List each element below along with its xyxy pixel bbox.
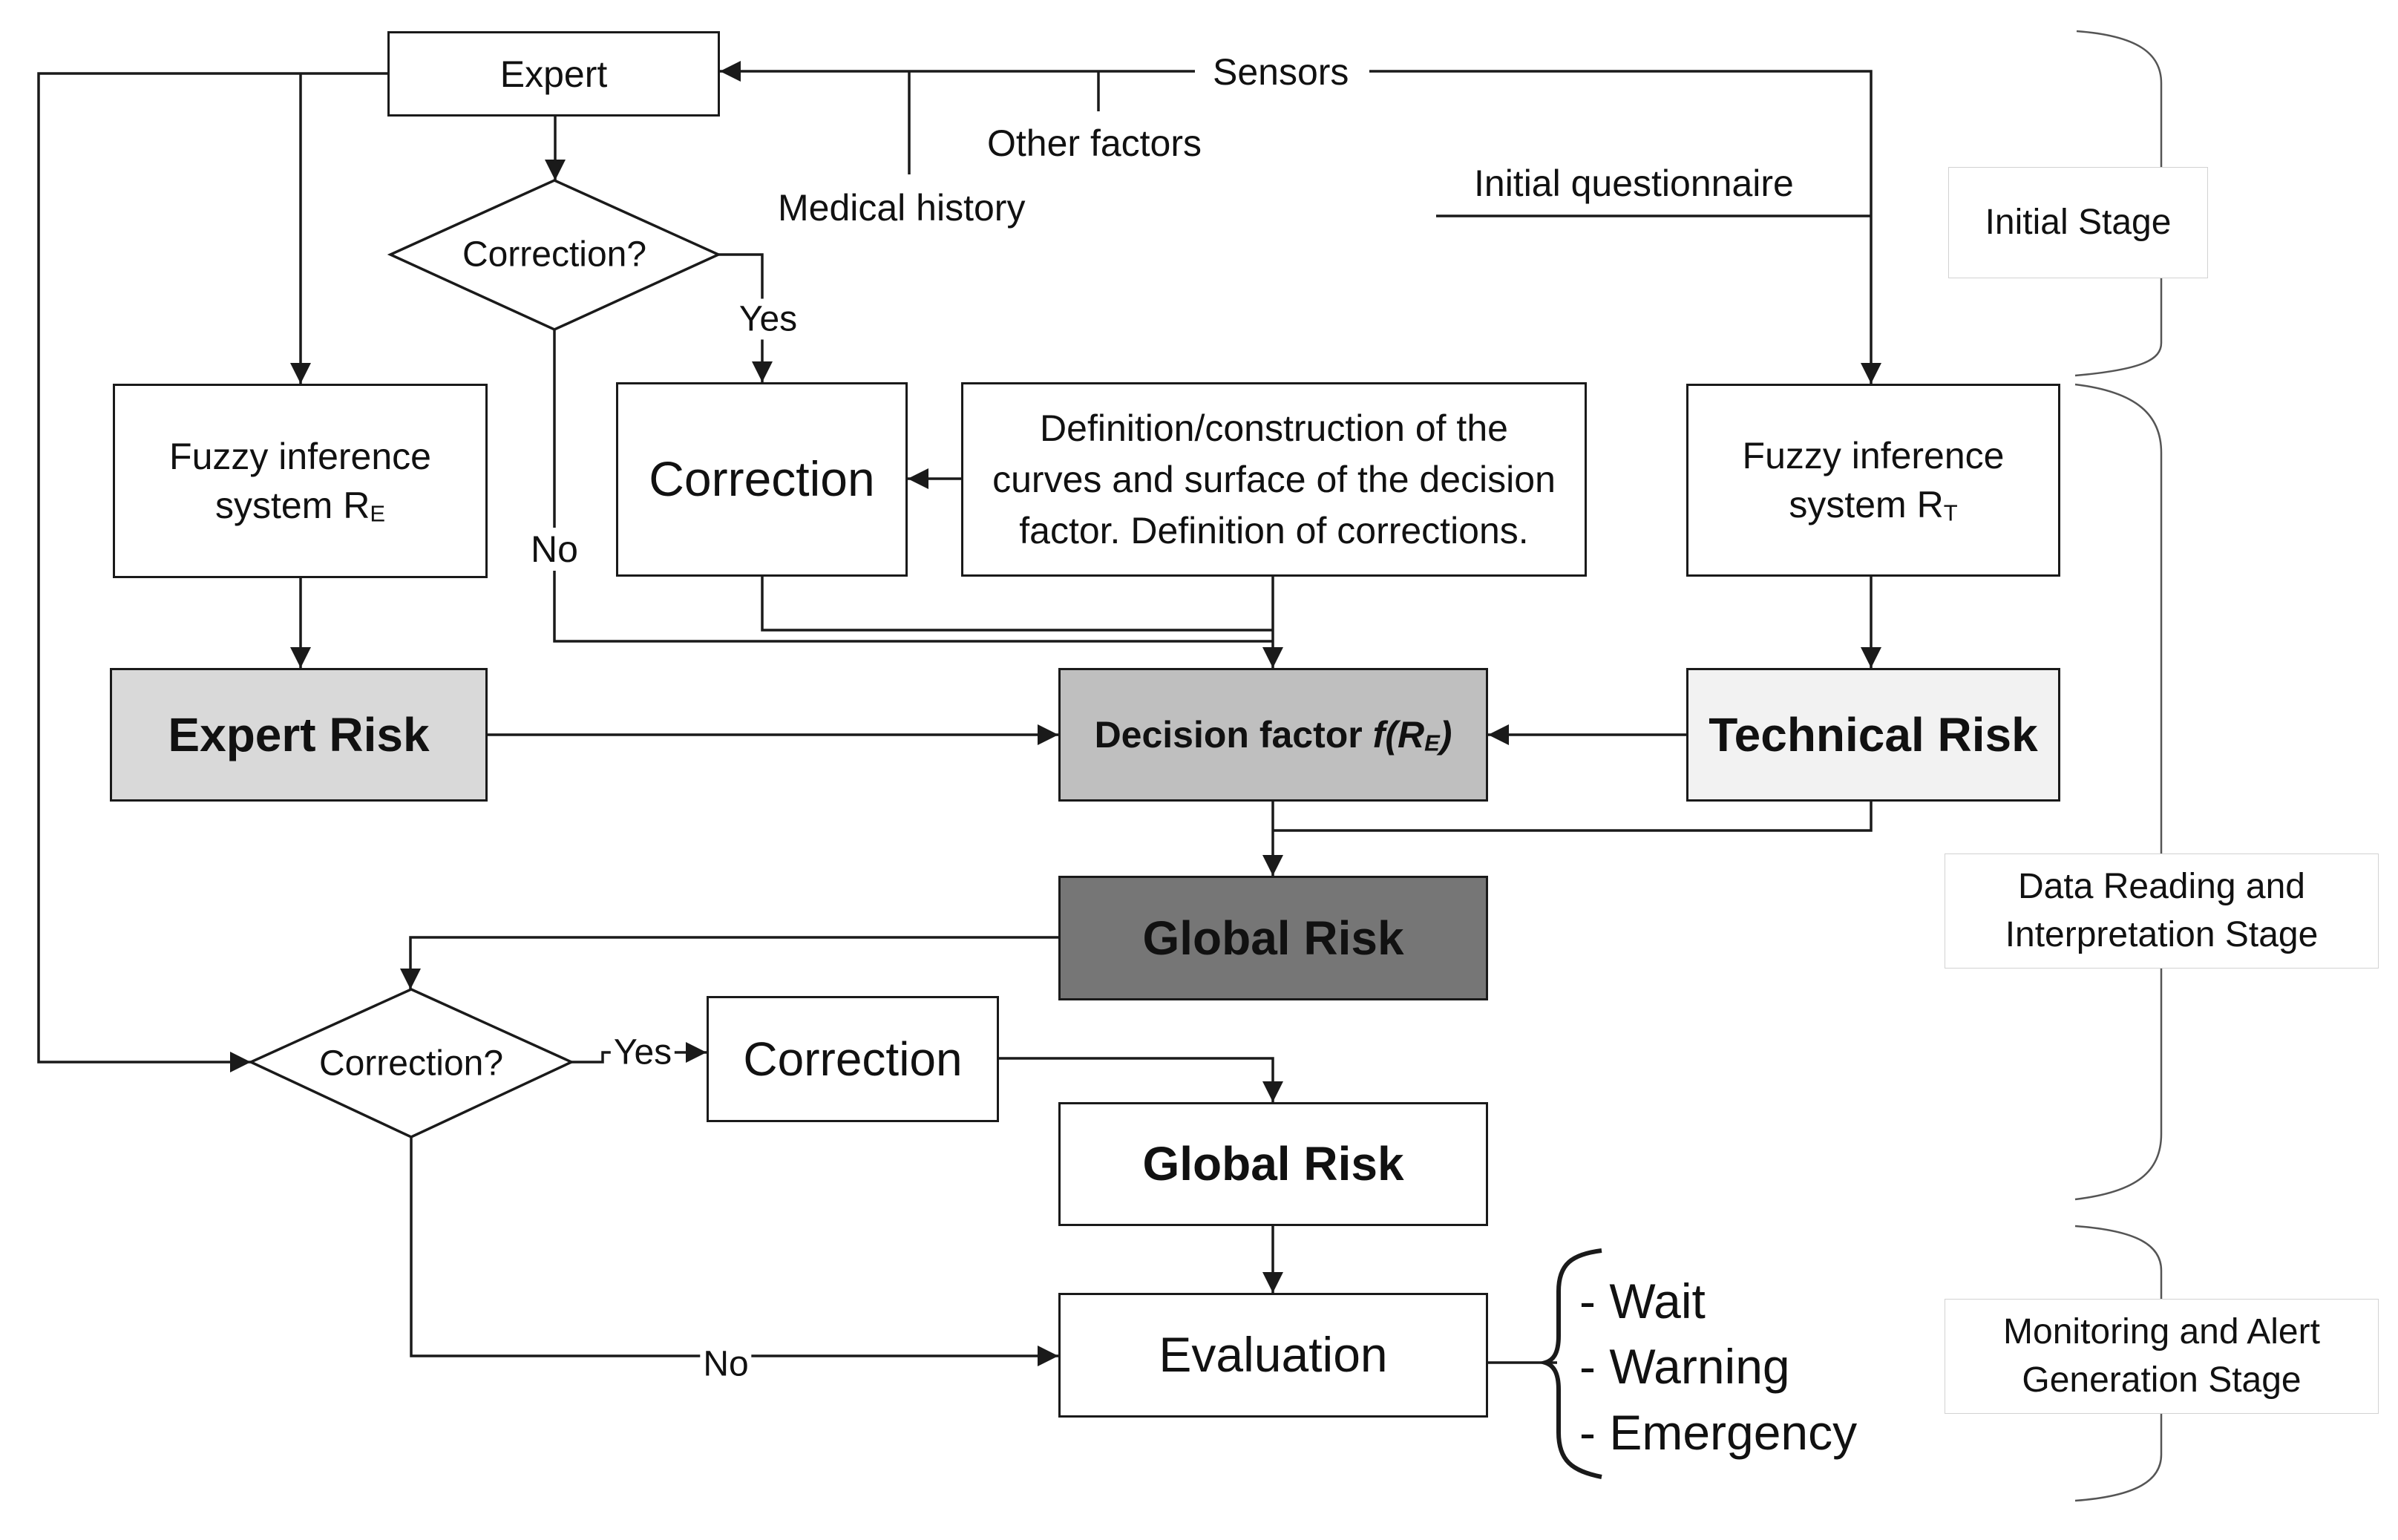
fuzzy-technical-subscript: T	[1943, 499, 1958, 526]
expert-label: Expert	[499, 53, 608, 95]
definition-line3: factor. Definition of corrections.	[1019, 509, 1529, 551]
connector-correction-to-decision-factor	[761, 575, 1273, 632]
fuzzy-inference-technical-box: Fuzzy inference system RT	[1686, 384, 2060, 577]
brace-initial-stage	[2074, 30, 2163, 377]
outcome-wait: - Wait	[1579, 1274, 1706, 1328]
outcome-emergency: - Emergency	[1579, 1405, 1858, 1460]
evaluation-label: Evaluation	[1159, 1327, 1388, 1383]
fuzzy-inference-expert-box: Fuzzy inference system RE	[113, 384, 488, 578]
connector-global-risk-to-bottom-correction-q	[400, 936, 1058, 989]
fuzzy-expert-line2: system R	[214, 485, 370, 526]
evaluation-box: Evaluation	[1058, 1293, 1488, 1418]
technical-risk-box: Technical Risk	[1686, 668, 2060, 802]
decision-factor-box: Decision factor f(RE)	[1058, 668, 1488, 802]
initial-questionnaire-label: Initial questionnaire	[1474, 163, 1794, 204]
other-factors-label: Other factors	[987, 122, 1202, 164]
decision-factor-function: f(RE)	[1372, 714, 1452, 756]
top-yes-label: Yes	[736, 298, 801, 340]
connector-top-no-to-decision-factor	[553, 330, 1273, 643]
top-no-label: No	[528, 528, 581, 571]
connector-bottom-no-to-evaluation	[410, 1137, 1058, 1366]
sensors-label: Sensors	[1210, 53, 1352, 91]
global-risk-label: Global Risk	[1142, 1137, 1404, 1191]
global-risk-box: Global Risk	[1058, 1102, 1488, 1226]
definition-line1: Definition/construction of the	[1040, 407, 1508, 449]
brace-data-stage	[2074, 383, 2163, 1201]
correction-top-box: Correction	[616, 382, 908, 577]
global-risk-shaded-box: Global Risk	[1058, 876, 1488, 1000]
decision-factor-text: Decision factor	[1094, 714, 1373, 756]
expert-box: Expert	[387, 31, 720, 117]
top-correction-decision-shape	[387, 179, 722, 331]
technical-risk-label: Technical Risk	[1709, 707, 2038, 761]
fuzzy-technical-line1: Fuzzy inference	[1742, 435, 2005, 476]
bottom-yes-label: Yes	[610, 1032, 675, 1073]
correction-bottom-box: Correction	[707, 996, 999, 1122]
connector-sensors-to-fuzzy-technical	[1369, 70, 1881, 384]
bottom-correction-question: Correction?	[318, 1043, 504, 1084]
outcome-warning: - Warning	[1579, 1339, 1790, 1394]
global-risk-shaded-label: Global Risk	[1142, 911, 1404, 965]
connector-top-yes-to-correction	[718, 253, 773, 382]
correction-top-label: Correction	[649, 451, 875, 507]
connector-technical-risk-to-global-risk	[1273, 802, 1873, 832]
fuzzy-technical-line2: system R	[1789, 484, 1944, 525]
data-reading-stage-label: Data Reading and Interpretation Stage	[1945, 853, 2379, 969]
bottom-correction-decision-shape	[247, 988, 575, 1138]
expert-risk-label: Expert Risk	[168, 707, 430, 761]
correction-bottom-label: Correction	[743, 1032, 963, 1086]
outcome-bracket	[1537, 1248, 1602, 1479]
fuzzy-expert-line1: Fuzzy inference	[169, 436, 431, 477]
connector-expert-to-bottom-correction-q	[37, 72, 387, 1072]
definition-line2: curves and surface of the decision	[992, 458, 1556, 500]
medical-history-label: Medical history	[778, 187, 1026, 229]
top-correction-question: Correction?	[462, 235, 647, 275]
expert-risk-box: Expert Risk	[110, 668, 488, 802]
fuzzy-expert-subscript: E	[370, 500, 386, 527]
monitoring-stage-label: Monitoring and Alert Generation Stage	[1945, 1299, 2379, 1414]
bottom-no-label: No	[700, 1343, 752, 1385]
definition-box: Definition/construction of the curves an…	[961, 382, 1587, 577]
connector-correction-to-global-risk	[999, 1057, 1283, 1102]
initial-stage-label: Initial Stage	[1948, 167, 2208, 278]
